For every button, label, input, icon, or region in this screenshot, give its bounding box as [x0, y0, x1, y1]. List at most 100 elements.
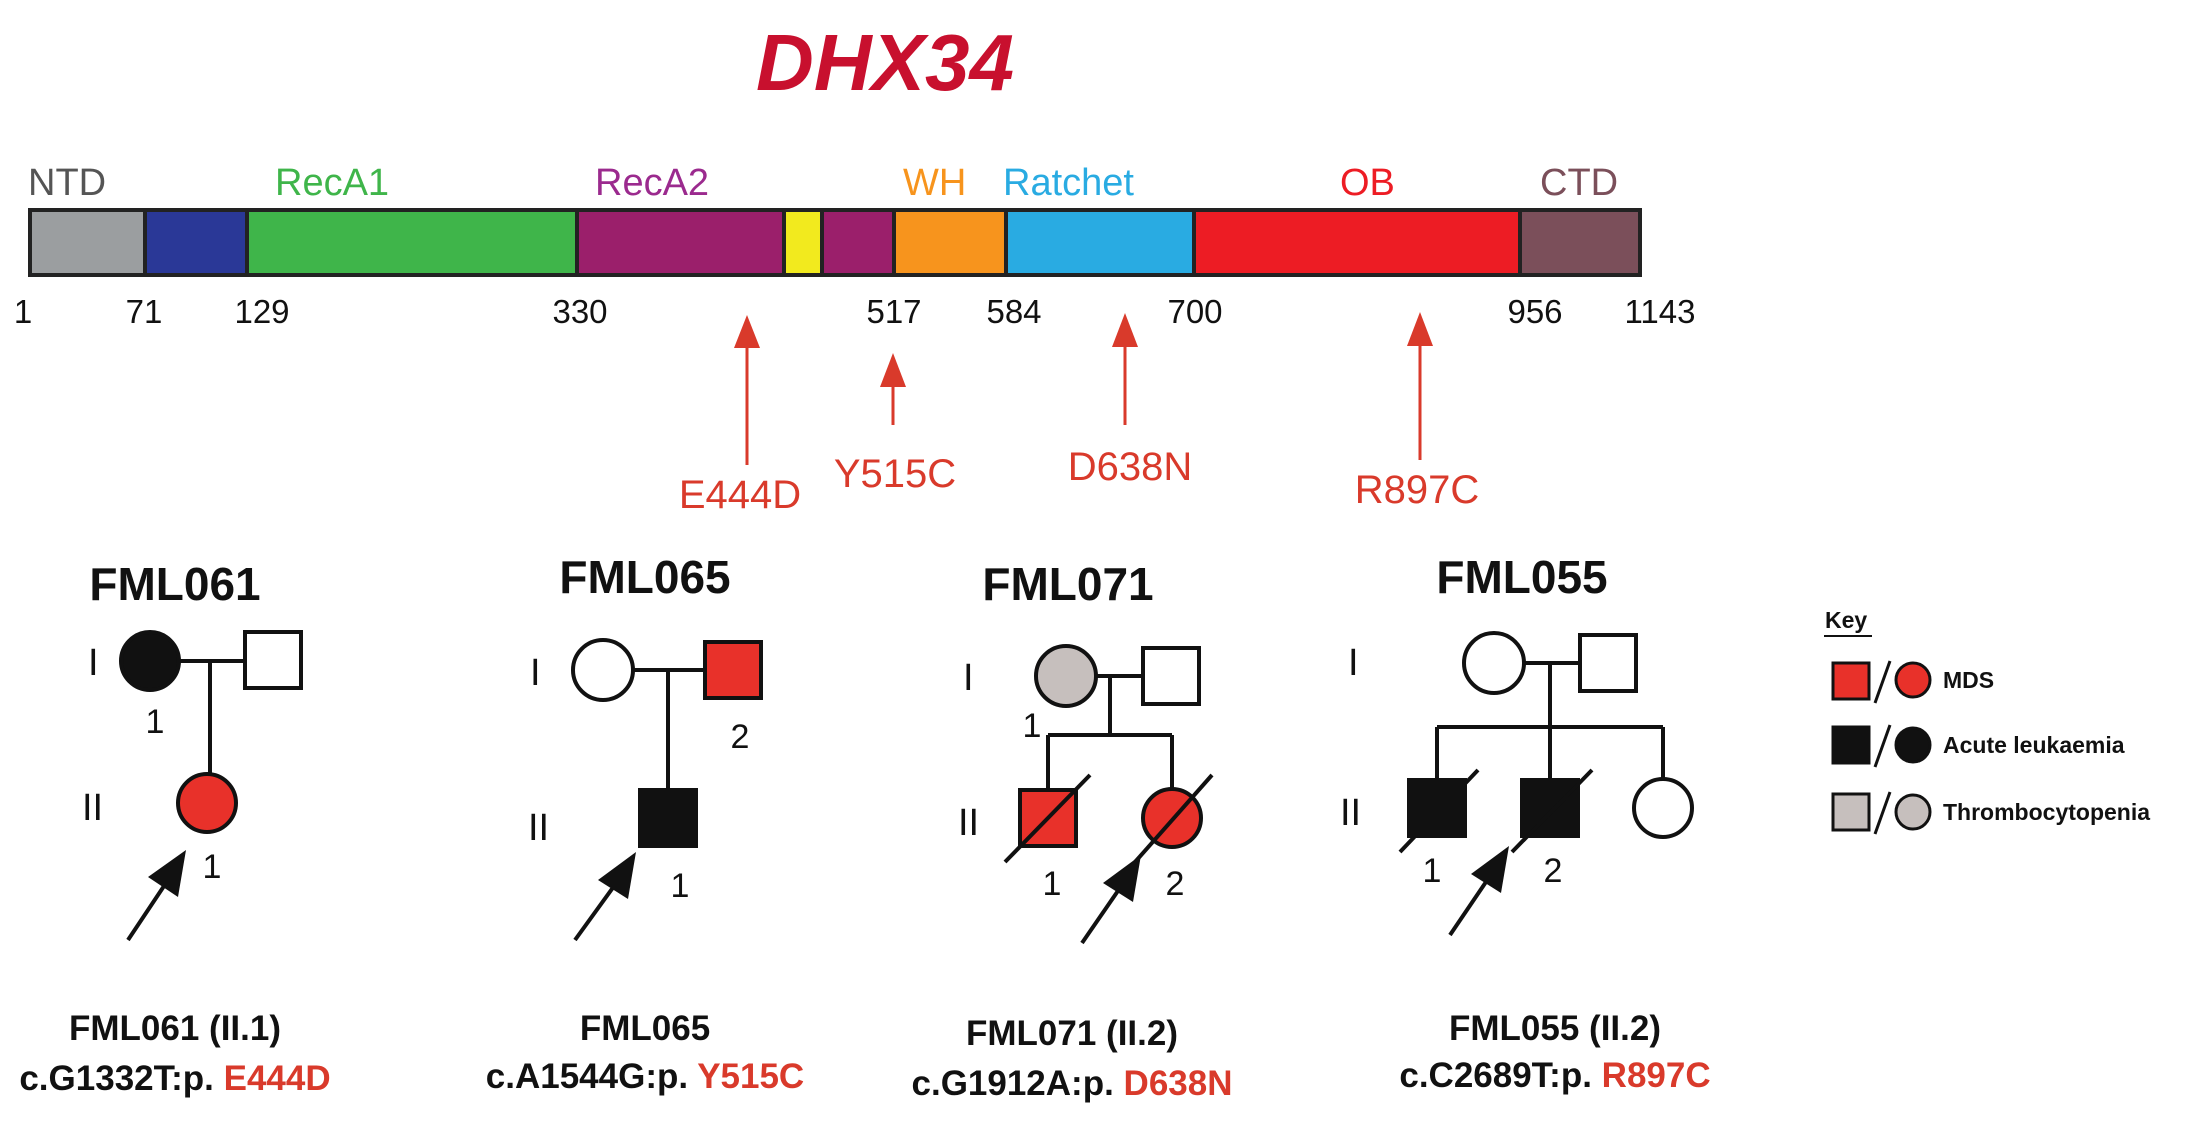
domain-label-ob: OB: [1340, 162, 1395, 204]
proband-arrow-shaft: [1448, 874, 1492, 937]
pedigree-fml065: FML065 I II 2 1 FML065 c.A1544G:p. Y515C: [486, 551, 804, 1096]
generation-label-i: I: [963, 657, 974, 699]
mutation-labels: E444D Y515C D638N R897C: [679, 445, 1479, 517]
key-square-mds: [1831, 661, 1871, 701]
caption-prefix: c.A1544G:p.: [486, 1057, 697, 1096]
caption-prefix: c.G1332T:p.: [19, 1059, 223, 1098]
pos-label: 330: [552, 293, 607, 330]
pos-label: 129: [234, 293, 289, 330]
family-id: FML061: [89, 558, 260, 610]
deceased-slash: [1003, 773, 1092, 864]
pos-label: 1: [14, 293, 32, 330]
individual-number: 2: [1166, 865, 1185, 903]
key-circle-leukaemia: [1894, 726, 1932, 764]
individual-female-unaffected: [571, 638, 635, 702]
domain-reca2-end: [822, 210, 894, 275]
mutation-label-y515c: Y515C: [834, 452, 956, 496]
domain-label-wh: WH: [903, 162, 966, 204]
arrow-d638n-head: [1112, 313, 1138, 347]
key-label: Acute leukaemia: [1943, 732, 2125, 758]
mutation-label-d638n: D638N: [1068, 445, 1193, 489]
key-item-leukaemia: Acute leukaemia: [1831, 724, 2125, 768]
pos-label: 700: [1167, 293, 1222, 330]
domain-label-ntd: NTD: [28, 162, 106, 204]
individual-male-unaffected: [243, 630, 303, 690]
key-title: Key: [1825, 607, 1867, 633]
individual-number: 1: [1043, 865, 1062, 903]
individual-female-thrombocytopenia: [1034, 644, 1098, 708]
proband-arrow-shaft: [573, 880, 619, 942]
individual-number: 1: [146, 703, 165, 741]
key-item-mds: MDS: [1831, 660, 1994, 704]
domain-reca1: [247, 210, 577, 275]
family-id: FML065: [559, 551, 730, 603]
caption-line2: c.C2689T:p. R897C: [1399, 1056, 1710, 1095]
key-slash: [1873, 791, 1892, 835]
proband-arrow-shaft: [1080, 883, 1124, 945]
generation-label-ii: II: [958, 802, 979, 844]
domain-ntd: [30, 210, 145, 275]
caption-line1: FML071 (II.2): [966, 1014, 1178, 1053]
pos-label: 517: [866, 293, 921, 330]
individual-number: 1: [203, 848, 222, 886]
generation-label-ii: II: [1340, 792, 1361, 834]
individual-number: 1: [671, 867, 690, 905]
key-item-thrombocytopenia: Thrombocytopenia: [1831, 791, 2150, 835]
domain-label-reca2: RecA2: [595, 162, 709, 204]
key-slash: [1873, 724, 1892, 768]
individual-male-mds: [703, 640, 763, 700]
pos-label: 71: [126, 293, 163, 330]
individual-male-unaffected: [1578, 633, 1638, 693]
key-circle-mds: [1894, 661, 1932, 699]
individual-female-unaffected: [1632, 777, 1694, 839]
domain-ratchet: [1006, 210, 1194, 275]
deceased-slash: [1133, 773, 1214, 864]
family-id: FML055: [1436, 551, 1607, 603]
caption-prefix: c.G1912A:p.: [912, 1064, 1124, 1103]
domain-label-ctd: CTD: [1540, 162, 1618, 204]
domain-ntd-linker: [145, 210, 247, 275]
position-labels: 1 71 129 330 517 584 700 956 1143: [14, 293, 1696, 330]
caption-line2: c.A1544G:p. Y515C: [486, 1057, 804, 1096]
domain-reca2-insert: [784, 210, 822, 275]
domain-label-ratchet: Ratchet: [1003, 162, 1134, 204]
mutation-label-r897c: R897C: [1355, 468, 1480, 512]
proband-arrow-head: [598, 852, 636, 899]
domain-bar-outline: [28, 208, 1642, 277]
caption-prefix: c.C2689T:p.: [1399, 1056, 1601, 1095]
individual-female-mds: [176, 772, 238, 834]
individual-number: 2: [1544, 852, 1563, 890]
family-id: FML071: [982, 558, 1153, 610]
arrow-r897c-head: [1407, 312, 1433, 346]
key-slash: [1873, 660, 1892, 704]
caption-line2: c.G1332T:p. E444D: [19, 1059, 330, 1098]
deceased-slash: [1510, 768, 1594, 854]
key-label: Thrombocytopenia: [1943, 799, 2150, 825]
proband-arrow-head: [1471, 846, 1509, 893]
domain-ctd: [1520, 210, 1640, 275]
caption-line1: FML055 (II.2): [1449, 1009, 1661, 1048]
domain-reca2: [577, 210, 784, 275]
generation-label-i: I: [88, 642, 99, 684]
individual-male-unaffected: [1141, 646, 1201, 706]
pedigree-fml055: FML055 I II 1 2 FML055 (II.2) c.C2689T:p…: [1340, 551, 1711, 1095]
individual-male-leukaemia: [638, 788, 698, 848]
proband-arrow-head: [148, 850, 186, 897]
caption-line2: c.G1912A:p. D638N: [912, 1064, 1233, 1103]
pedigree-fml061: FML061 I II 1 1 FML061 (II.1) c.G1332T:p…: [19, 558, 330, 1098]
domain-label-reca1: RecA1: [275, 162, 389, 204]
individual-male-leukaemia-deceased: [1407, 778, 1467, 838]
legend-key: Key MDS Acute leukaemia Thrombocytopenia: [1824, 607, 2150, 835]
individual-number: 2: [731, 718, 750, 756]
key-circle-thrombocytopenia: [1894, 793, 1932, 831]
pos-label: 956: [1507, 293, 1562, 330]
arrow-y515c-head: [880, 353, 906, 387]
caption-mutation: E444D: [224, 1059, 331, 1098]
domain-bar: [28, 208, 1642, 277]
individual-number: 1: [1423, 852, 1442, 890]
deceased-slash: [1398, 768, 1480, 854]
key-square-leukaemia: [1831, 725, 1871, 765]
individual-number: 1: [1023, 707, 1042, 745]
caption-line1: FML061 (II.1): [69, 1009, 281, 1048]
